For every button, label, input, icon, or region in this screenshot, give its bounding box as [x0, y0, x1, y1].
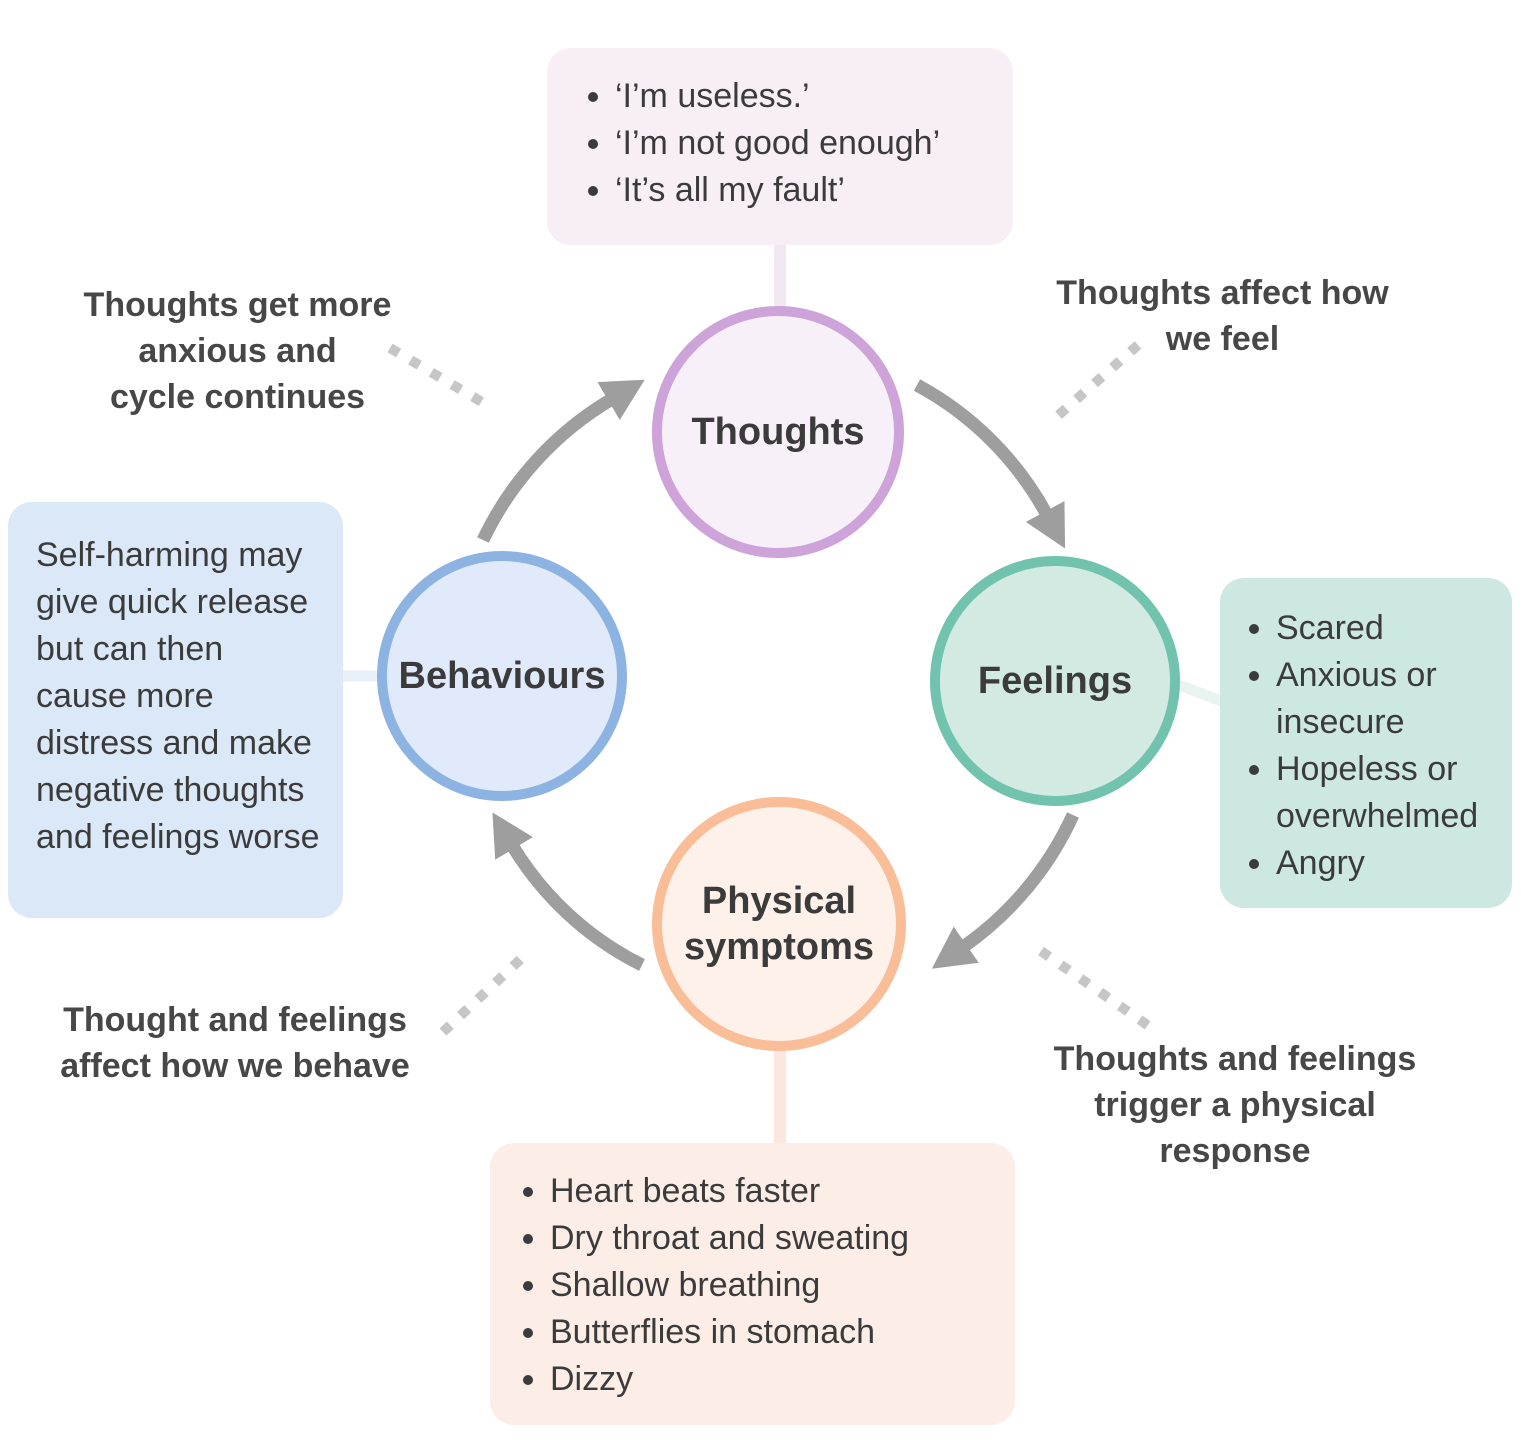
list-item: ‘It’s all my fault’: [615, 167, 1003, 214]
physical-symptoms-list: Heart beats faster Dry throat and sweati…: [490, 1168, 1005, 1403]
behaviours-note-box: Self-harming may give quick release but …: [8, 502, 343, 918]
list-item: Angry: [1276, 840, 1506, 887]
list-item: Dry throat and sweating: [550, 1215, 1005, 1262]
dotted-line-physical-to-behaviours: [439, 952, 528, 1036]
dotted-line-thoughts-to-feelings: [1049, 341, 1142, 424]
list-item: Anxious or insecure: [1276, 652, 1506, 746]
arrow-physical-to-behaviours: [492, 812, 645, 971]
list-item: Butterflies in stomach: [550, 1309, 1005, 1356]
physical-symptoms-box: Heart beats faster Dry throat and sweati…: [490, 1143, 1015, 1425]
list-item: ‘I’m not good enough’: [615, 120, 1003, 167]
connector-feelings-box: [1174, 678, 1226, 708]
annotation-physical-to-behaviours: Thought and feelings affect how we behav…: [35, 997, 435, 1089]
node-physical-symptoms: Physical symptoms: [652, 797, 906, 1051]
feelings-examples-box: Scared Anxious or insecure Hopeless or o…: [1220, 578, 1512, 908]
node-label: Feelings: [977, 660, 1133, 702]
annotation-line: Thoughts affect how: [1056, 274, 1389, 312]
dotted-line-behaviours-to-thoughts: [387, 343, 495, 413]
annotation-line: anxious and: [138, 332, 337, 370]
annotation-line: trigger a physical: [1094, 1086, 1376, 1124]
annotation-line: Thoughts and feelings: [1053, 1040, 1417, 1078]
node-label: Thoughts: [691, 411, 865, 453]
behaviours-note-text: Self-harming may give quick release but …: [36, 536, 320, 856]
annotation-line: we feel: [1165, 320, 1280, 358]
thoughts-examples-box: ‘I’m useless.’ ‘I’m not good enough’ ‘It…: [547, 48, 1013, 245]
list-item: Shallow breathing: [550, 1262, 1005, 1309]
annotation-line: Thoughts get more: [83, 286, 392, 324]
annotation-line: Thought and feelings: [63, 1001, 407, 1039]
annotation-line: response: [1159, 1132, 1311, 1170]
dotted-line-feelings-to-physical: [1038, 946, 1156, 1034]
list-item: Heart beats faster: [550, 1168, 1005, 1215]
list-item: Dizzy: [550, 1356, 1005, 1403]
feelings-examples-list: Scared Anxious or insecure Hopeless or o…: [1220, 605, 1506, 887]
arrow-behaviours-to-thoughts: [477, 379, 645, 543]
list-item: ‘I’m useless.’: [615, 73, 1003, 120]
node-thoughts: Thoughts: [652, 306, 904, 558]
annotation-thoughts-to-feelings: Thoughts affect how we feel: [1020, 270, 1425, 362]
list-item: Hopeless or overwhelmed: [1276, 746, 1506, 840]
arrow-feelings-to-physical: [931, 812, 1079, 969]
annotation-line: affect how we behave: [60, 1047, 410, 1085]
annotation-behaviours-to-thoughts: Thoughts get more anxious and cycle cont…: [40, 282, 435, 420]
list-item: Scared: [1276, 605, 1506, 652]
node-feelings: Feelings: [930, 556, 1180, 806]
annotation-feelings-to-physical: Thoughts and feelings trigger a physical…: [1030, 1036, 1440, 1174]
arrow-thoughts-to-feelings: [913, 379, 1066, 549]
node-behaviours: Behaviours: [377, 551, 627, 801]
thoughts-examples-list: ‘I’m useless.’ ‘I’m not good enough’ ‘It…: [555, 73, 1003, 214]
annotation-line: cycle continues: [109, 378, 366, 416]
node-label: Physical symptoms: [683, 880, 875, 968]
node-label: Behaviours: [398, 655, 606, 697]
